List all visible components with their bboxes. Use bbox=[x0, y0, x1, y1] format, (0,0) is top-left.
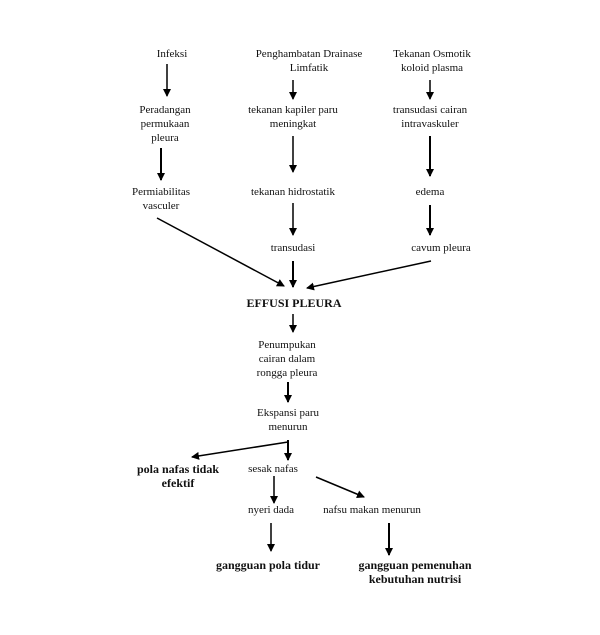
arrow-cavum-pleura-to-effusi bbox=[306, 260, 432, 291]
arrow-sesak-to-nafsu-makan bbox=[315, 476, 365, 498]
node-permiabilitas-vasculer: Permiabilitas vasculer bbox=[131, 186, 191, 212]
node-edema: edema bbox=[415, 186, 445, 198]
node-transudasi: transudasi bbox=[270, 242, 316, 254]
node-infeksi: Infeksi bbox=[156, 48, 188, 60]
node-penumpukan-cairan: Penumpukan cairan dalam rongga pleura bbox=[256, 339, 318, 379]
node-gangguan-pola-tidur: gangguan pola tidur bbox=[215, 558, 321, 572]
node-tekanan-osmotik: Tekanan Osmotik koloid plasma bbox=[393, 48, 471, 74]
node-effusi-pleura: EFFUSI PLEURA bbox=[246, 296, 342, 310]
node-cavum-pleura: cavum pleura bbox=[411, 242, 471, 254]
node-gangguan-pemenuhan-nutrisi: gangguan pemenuhan kebutuhan nutrisi bbox=[358, 558, 472, 586]
node-pola-nafas-tidak-efektif: pola nafas tidak efektif bbox=[136, 462, 220, 490]
node-peradangan-permukaan-pleura: Peradangan permukaan pleura bbox=[139, 104, 191, 144]
arrow-ekspansi-to-pola-nafas bbox=[191, 441, 289, 460]
node-nyeri-dada: nyeri dada bbox=[247, 504, 295, 516]
node-transudasi-cairan-intravaskuler: transudasi cairan intravaskuler bbox=[392, 104, 468, 130]
node-sesak-nafas: sesak nafas bbox=[248, 463, 298, 475]
node-nafsu-makan-menurun: nafsu makan menurun bbox=[323, 504, 421, 516]
node-penghambatan-drainase-limfatik: Penghambatan Drainase Limfatik bbox=[255, 48, 363, 74]
node-tekanan-kapiler-paru: tekanan kapiler paru meningkat bbox=[248, 104, 338, 130]
arrow-permiabilitas-to-effusi bbox=[156, 217, 285, 287]
node-tekanan-hidrostatik: tekanan hidrostatik bbox=[250, 186, 335, 198]
node-ekspansi-paru-menurun: Ekspansi paru menurun bbox=[256, 407, 319, 433]
